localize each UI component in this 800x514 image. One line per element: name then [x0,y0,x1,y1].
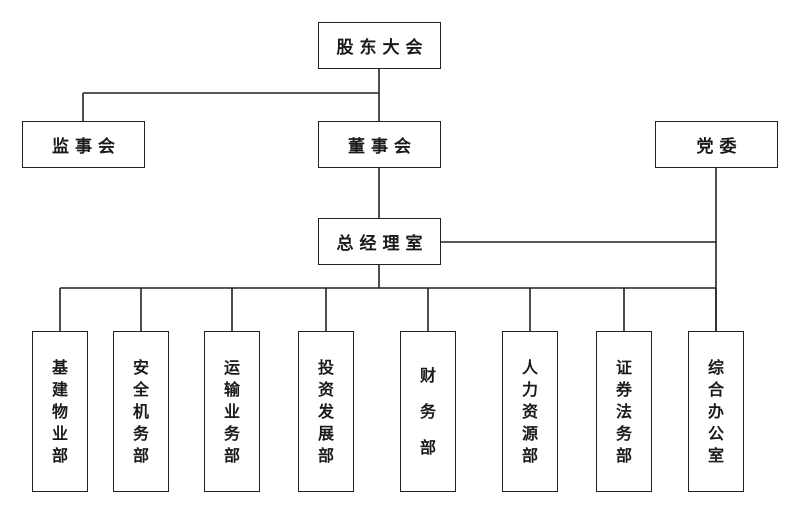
board-of-directors-box: 董事会 [318,121,441,168]
department-box: 证券法务部 [596,331,652,492]
shareholders-meeting-label: 股东大会 [336,38,429,58]
party-committee-label: 党委 [696,137,743,157]
department-label: 运输业务部 [223,357,240,465]
department-label: 综合办公室 [707,357,724,465]
supervisory-board-box: 监事会 [22,121,145,168]
gm-office-label: 总经理室 [336,234,429,254]
gm-office-box: 总经理室 [318,218,441,265]
supervisory-board-label: 监事会 [52,137,121,157]
shareholders-meeting-box: 股东大会 [318,22,441,69]
department-box: 综合办公室 [688,331,744,492]
board-of-directors-label: 董事会 [348,137,417,157]
department-label: 基建物业部 [51,357,68,465]
department-label: 人力资源部 [521,357,538,465]
department-box: 财务部 [400,331,456,492]
department-box: 运输业务部 [204,331,260,492]
department-box: 基建物业部 [32,331,88,492]
department-box: 安全机务部 [113,331,169,492]
department-label: 安全机务部 [132,357,149,465]
department-label: 证券法务部 [615,357,632,465]
department-label: 财务部 [419,365,436,457]
department-box: 投资发展部 [298,331,354,492]
party-committee-box: 党委 [655,121,778,168]
department-box: 人力资源部 [502,331,558,492]
department-label: 投资发展部 [317,357,334,465]
